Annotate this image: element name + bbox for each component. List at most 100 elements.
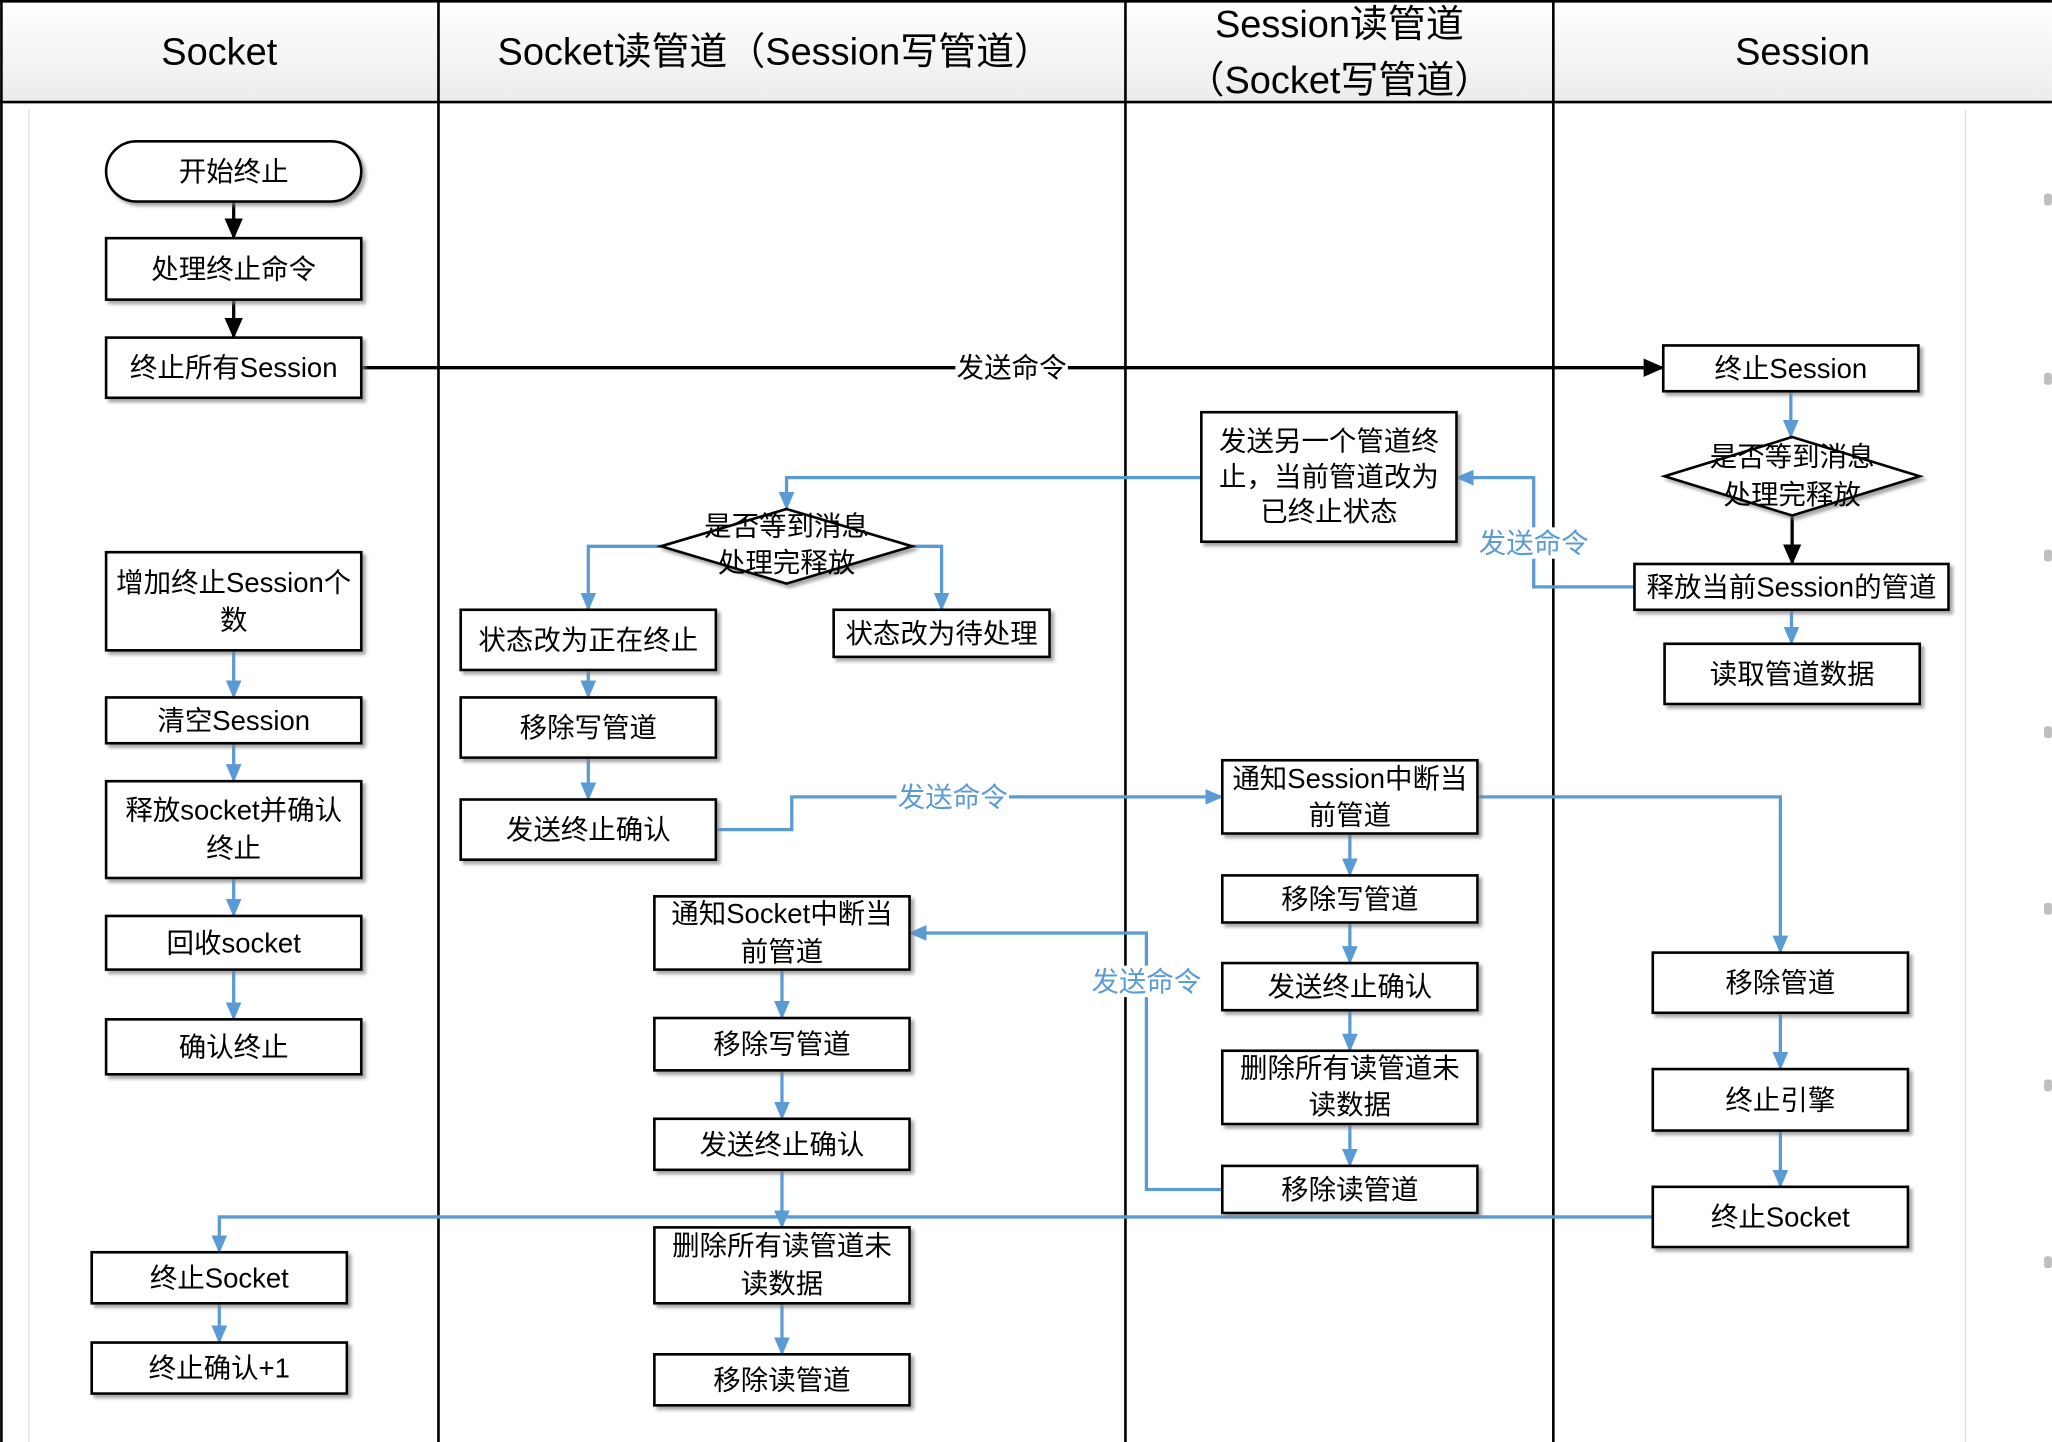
process-shape [104, 236, 363, 301]
page-edge-mark [2044, 726, 2052, 739]
process-shape [90, 1250, 349, 1305]
edge-label-session-to-session-read-pipe: 发送命令 [1477, 527, 1590, 559]
node-session-read-pipe-remove-read: 移除读管道 [1220, 1164, 1479, 1215]
node-remove-pipe-label: 移除管道 [1725, 967, 1835, 998]
node-recycle-socket: 回收socket [104, 914, 363, 971]
decision-shape [1660, 435, 1925, 517]
node-add-stop-session-count: 增加终止Session个 数 [104, 550, 363, 652]
process-shape [459, 608, 718, 672]
node-state-pending: 状态改为待处理 [832, 608, 1051, 659]
edge-label-text: 发送命令 [957, 352, 1067, 383]
node-socket-read-pipe-send-confirm-2: 发送终止确认 [653, 1117, 911, 1172]
edge-label-text: 发送命令 [1479, 528, 1589, 559]
node-socket-read-pipe-remove-write-2-label: 移除写管道 [713, 1029, 850, 1060]
node-socket-read-pipe-delete-unread: 删除所有读管道未 读数据 [653, 1226, 911, 1305]
node-stop-confirm-plus-one: 终止确认+1 [90, 1341, 349, 1395]
node-session-stop-socket: 终止Socket [1651, 1185, 1910, 1249]
node-release-socket-confirm-label-line-2: 终止 [206, 832, 261, 863]
node-handle-stop-command-label: 处理终止命令 [151, 253, 316, 284]
node-socket-read-pipe-decision-label-line-2: 处理完释放 [718, 547, 855, 578]
edge-label-socket-to-session: 发送命令 [955, 351, 1068, 384]
node-stop-engine: 终止引擎 [1651, 1067, 1910, 1132]
process-shape [104, 1018, 363, 1076]
edge-label-background [896, 781, 1009, 813]
node-socket-stop-socket: 终止Socket [90, 1250, 349, 1305]
process-shape [104, 696, 363, 745]
process-shape [1220, 1049, 1479, 1126]
process-shape [1651, 1185, 1910, 1249]
node-socket-read-pipe-delete-unread-label-line-1: 删除所有读管道未 [672, 1230, 892, 1261]
edge-label-background [1477, 527, 1590, 559]
node-stop-session: 终止Session [1661, 344, 1920, 393]
node-session-read-pipe-remove-write-label: 移除写管道 [1281, 883, 1418, 914]
page-edge-mark [2044, 193, 2052, 206]
node-socket-read-pipe-remove-read-label: 移除读管道 [713, 1364, 850, 1395]
process-shape [653, 1016, 911, 1072]
node-session-decision-label-line-2: 处理完释放 [1723, 479, 1860, 510]
node-socket-read-pipe-remove-write-1: 移除写管道 [459, 696, 718, 759]
node-confirm-stop: 确认终止 [104, 1018, 363, 1076]
process-shape [1661, 344, 1920, 393]
edge-label-text: 发送命令 [1091, 966, 1201, 997]
process-shape [1633, 562, 1950, 612]
node-clear-session-label: 清空Session [157, 705, 310, 736]
process-shape [1663, 642, 1922, 706]
lane-title-session: Session [1735, 31, 1870, 73]
node-session-read-pipe-remove-read-label: 移除读管道 [1281, 1174, 1418, 1205]
edge-label-session-read-pipe-to-socket-read-pipe: 发送命令 [1090, 965, 1203, 998]
node-release-session-pipes-label: 释放当前Session的管道 [1646, 571, 1936, 602]
node-socket-read-pipe-remove-write-1-label: 移除写管道 [520, 712, 657, 743]
edge-decision-to-state-pending [912, 544, 950, 612]
node-start-stop: 开始终止 [104, 140, 363, 203]
lane-title-socket-read-pipe: Socket读管道（Session写管道） [498, 31, 1052, 73]
node-stop-confirm-plus-one-label: 终止确认+1 [149, 1353, 290, 1384]
node-notify-socket-label-line-2: 前管道 [741, 936, 823, 967]
node-session-decision: 是否等到消息 处理完释放 [1660, 435, 1925, 517]
node-session-decision-label-line-1: 是否等到消息 [1710, 441, 1875, 472]
edge-label-background [1090, 965, 1203, 998]
node-read-pipe-data: 读取管道数据 [1663, 642, 1922, 706]
edge-decision-to-state-stopping [580, 544, 661, 612]
edge-label-socket-read-pipe-to-session-read-pipe: 发送命令 [896, 781, 1009, 813]
node-release-socket-confirm: 释放socket并确认 终止 [104, 779, 363, 880]
node-notify-socket: 通知Socket中断当 前管道 [653, 895, 911, 971]
node-stop-engine-label: 终止引擎 [1725, 1084, 1835, 1115]
page-edge-mark [2044, 1256, 2052, 1268]
node-state-stopping-label: 状态改为正在终止 [478, 624, 698, 655]
node-socket-read-pipe-remove-read: 移除读管道 [653, 1353, 911, 1407]
node-socket-read-pipe-send-confirm-2-label: 发送终止确认 [700, 1129, 865, 1160]
node-socket-read-pipe-delete-unread-label-line-2: 读数据 [741, 1268, 823, 1299]
node-state-stopping: 状态改为正在终止 [459, 608, 718, 672]
node-release-socket-confirm-label-line-1: 释放socket并确认 [125, 794, 342, 825]
node-socket-read-pipe-decision: 是否等到消息 处理完释放 [656, 507, 917, 585]
node-session-read-pipe-remove-write: 移除写管道 [1220, 874, 1479, 924]
node-stop-session-label: 终止Session [1714, 353, 1867, 384]
node-stop-all-sessions-label: 终止所有Session [130, 352, 338, 383]
node-add-stop-session-count-label-line-2: 数 [220, 605, 247, 636]
node-send-other-pipe-stop-label-line-3: 已终止状态 [1260, 496, 1397, 527]
node-send-other-pipe-stop-label-line-1: 发送另一个管道终 [1219, 425, 1439, 456]
process-shape [104, 336, 363, 400]
process-shape [1651, 1067, 1910, 1132]
process-shape [459, 696, 718, 759]
header-band [0, 0, 2052, 103]
process-shape [1651, 951, 1910, 1015]
lane-title-session-read-pipe-line-2: （Socket写管道） [1187, 60, 1493, 102]
node-socket-read-pipe-send-confirm-1-label: 发送终止确认 [506, 814, 671, 845]
node-clear-session: 清空Session [104, 696, 363, 745]
node-socket-stop-socket-label: 终止Socket [150, 1262, 289, 1293]
node-notify-session: 通知Session中断当 前管道 [1220, 758, 1479, 835]
node-session-read-pipe-send-confirm: 发送终止确认 [1220, 961, 1479, 1012]
process-shape [832, 608, 1051, 659]
node-read-pipe-data-label: 读取管道数据 [1710, 658, 1875, 689]
page-edge-marks [2044, 193, 2052, 1268]
edge-label-background [955, 351, 1068, 384]
process-shape [653, 1353, 911, 1407]
node-session-read-pipe-delete-unread-label-line-1: 删除所有读管道未 [1240, 1052, 1460, 1083]
page-edge-mark [2044, 1079, 2052, 1092]
node-confirm-stop-label: 确认终止 [179, 1031, 289, 1062]
node-remove-pipe: 移除管道 [1651, 951, 1910, 1015]
node-add-stop-session-count-label-line-1: 增加终止Session个 [116, 567, 351, 598]
process-shape [104, 914, 363, 971]
